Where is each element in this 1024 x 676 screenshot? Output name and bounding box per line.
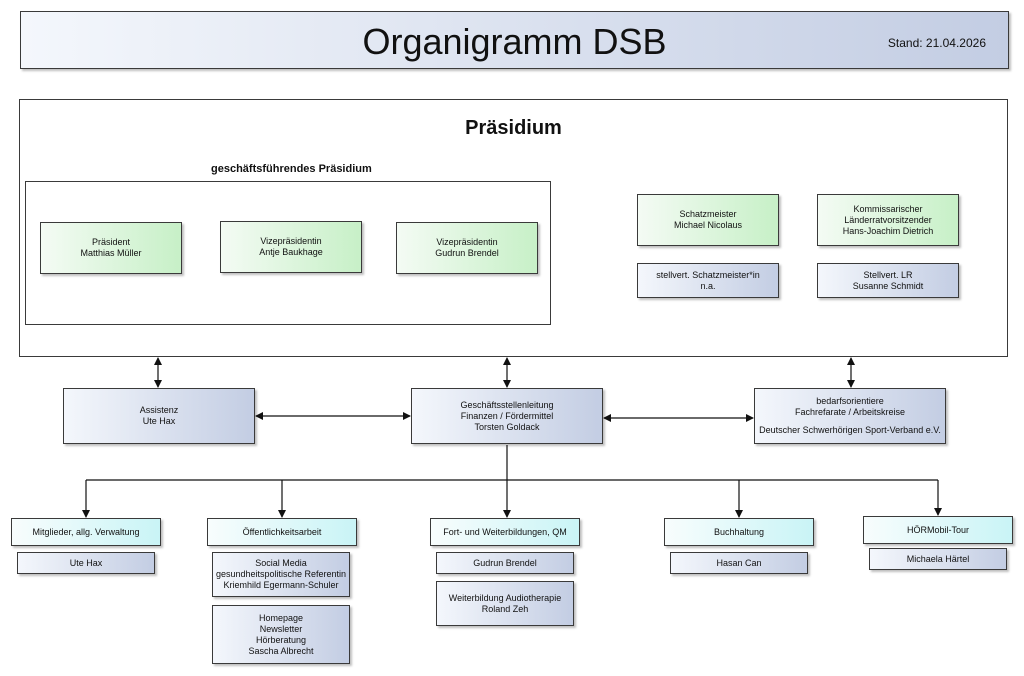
node-line: Social Media: [255, 558, 307, 568]
dept-buchhaltung: Buchhaltung: [664, 518, 814, 546]
node-line: Präsident: [91, 237, 131, 247]
node-line: Geschäftsstellenleitung: [460, 399, 554, 410]
node-stellv-schatzmeister: stellvert. Schatzmeister*in n.a.: [637, 263, 779, 298]
node-vizepraesidentin-1: Vizepräsidentin Antje Baukhage: [220, 221, 362, 273]
dept-oeffentlichkeitsarbeit: Öffentlichkeitsarbeit: [207, 518, 357, 546]
node-line: Weiterbildung Audiotherapie: [448, 592, 562, 603]
dept-hoermobil-tour: HÖRMobil-Tour: [863, 516, 1013, 544]
node-fachreferate: bedarfsorientiere Fachrefarate / Arbeits…: [754, 388, 946, 444]
node-line: Susanne Schmidt: [852, 280, 924, 291]
node-line: Ute Hax: [142, 416, 176, 426]
node-line: Matthias Müller: [80, 248, 142, 258]
node-line: Öffentlichkeitsarbeit: [242, 526, 322, 537]
gf-praesidium-label: geschäftsführendes Präsidium: [211, 163, 372, 175]
node-line: Vizepräsidentin: [436, 237, 498, 247]
node-line: Vizepräsidentin: [260, 236, 322, 246]
staff-michaela-haertel: Michaela Härtel: [869, 548, 1007, 570]
node-line: n.a.: [700, 280, 716, 291]
staff-hasan-can: Hasan Can: [670, 552, 808, 574]
staff-ute-hax: Ute Hax: [17, 552, 155, 574]
node-line: gesundheitspolitische Referentin: [215, 569, 347, 579]
node-geschaeftsstellenleitung: Geschäftsstellenleitung Finanzen / Förde…: [411, 388, 603, 444]
node-line: Assistenz: [139, 405, 179, 415]
node-line: Torsten Goldack: [474, 421, 540, 432]
node-laenderratvorsitzender: Kommissarischer Länderratvorsitzender Ha…: [817, 194, 959, 246]
staff-homepage: Homepage Newsletter Hörberatung Sascha A…: [212, 605, 350, 664]
dept-mitglieder: Mitglieder, allg. Verwaltung: [11, 518, 161, 546]
header-banner: Organigramm DSB Stand: 21.04.2026: [20, 11, 1009, 69]
node-line: Newsletter: [259, 623, 303, 634]
node-line: HÖRMobil-Tour: [906, 524, 969, 535]
praesidium-title: Präsidium: [465, 117, 562, 139]
node-line: Antje Baukhage: [259, 247, 323, 257]
node-stellv-lr: Stellvert. LR Susanne Schmidt: [817, 263, 959, 298]
staff-gudrun-brendel: Gudrun Brendel: [436, 552, 574, 574]
node-praesident: Präsident Matthias Müller: [40, 222, 182, 274]
node-line: Hörberatung: [255, 634, 307, 645]
node-line: Fachrefarate / Arbeitskreise: [794, 407, 906, 417]
node-line: stellvert. Schatzmeister*in: [656, 269, 760, 280]
node-line: Michael Nicolaus: [673, 220, 743, 230]
node-line: Roland Zeh: [481, 603, 529, 614]
node-line: Ute Hax: [69, 557, 103, 568]
node-line: Hasan Can: [716, 557, 762, 568]
node-line: Stellvert. LR: [863, 269, 913, 280]
node-line: Finanzen / Fördermittel: [460, 410, 554, 421]
node-line: Hans-Joachim Dietrich: [842, 225, 934, 236]
node-line: bedarfsorientiere: [816, 396, 884, 406]
staff-social-media: Social Media gesundheitspolitische Refer…: [212, 552, 350, 597]
node-line: Michaela Härtel: [906, 553, 970, 564]
node-line: Schatzmeister: [679, 209, 737, 219]
node-line: Mitglieder, allg. Verwaltung: [32, 526, 140, 537]
node-line: Fort- und Weiterbildungen, QM: [443, 526, 567, 537]
node-line: Gudrun Brendel: [473, 557, 537, 568]
node-line: Sascha Albrecht: [248, 645, 314, 656]
node-line: Kriemhild Egermann-Schuler: [223, 580, 339, 590]
node-line: Deutscher Schwerhörigen Sport-Verband e.…: [759, 425, 941, 435]
node-line: Buchhaltung: [713, 526, 765, 537]
node-line: Länderratvorsitzender: [844, 214, 932, 225]
node-schatzmeister: Schatzmeister Michael Nicolaus: [637, 194, 779, 246]
staff-audiotherapie: Weiterbildung Audiotherapie Roland Zeh: [436, 581, 574, 626]
node-line: Homepage: [258, 612, 304, 623]
node-line: Kommissarischer: [853, 203, 923, 214]
page-title: Organigramm DSB: [362, 21, 667, 62]
node-assistenz: Assistenz Ute Hax: [63, 388, 255, 444]
node-line: Gudrun Brendel: [435, 248, 499, 258]
stand-date: Stand: 21.04.2026: [887, 36, 986, 50]
dept-fort-und-weiterbildungen: Fort- und Weiterbildungen, QM: [430, 518, 580, 546]
node-vizepraesidentin-2: Vizepräsidentin Gudrun Brendel: [396, 222, 538, 274]
